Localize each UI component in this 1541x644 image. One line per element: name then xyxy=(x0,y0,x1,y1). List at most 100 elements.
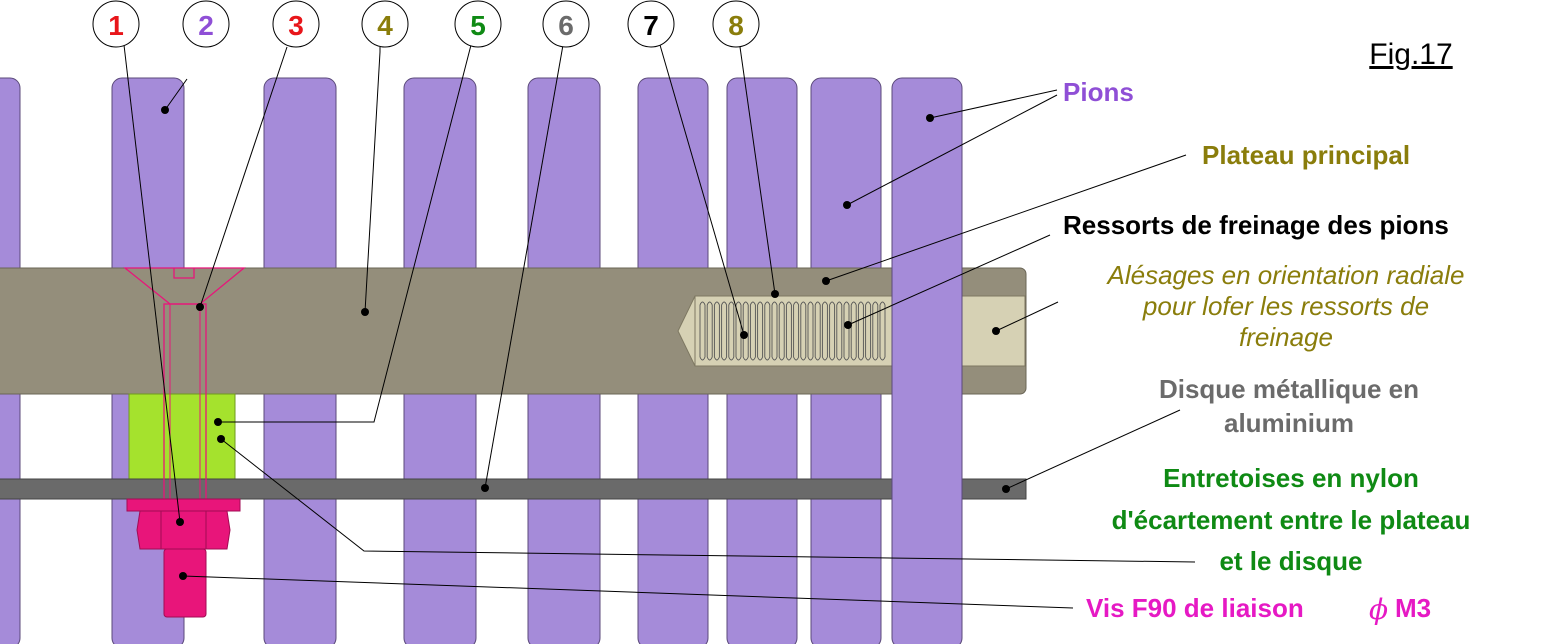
label-alesages-line2: pour lofer les ressorts de xyxy=(1142,291,1429,321)
dot xyxy=(1002,485,1010,493)
leader-dots xyxy=(161,106,1010,580)
label-entretoises-line1: Entretoises en nylon xyxy=(1163,463,1419,493)
spring-coil xyxy=(814,301,821,361)
spring-coil xyxy=(699,301,706,361)
dot xyxy=(179,572,187,580)
logement-ressort xyxy=(677,295,893,367)
label-entretoises: Entretoises en nylon d'écartement entre … xyxy=(1112,463,1471,576)
callout-number: 7 xyxy=(643,10,659,41)
spring-coil xyxy=(800,301,807,361)
label-disque-line1: Disque métallique en xyxy=(1159,374,1419,404)
label-vis-text: Vis F90 de liaison xyxy=(1086,593,1304,623)
dot xyxy=(196,303,204,311)
spring-coil xyxy=(757,301,764,361)
spring-coil xyxy=(872,301,879,361)
spring-coil xyxy=(728,301,735,361)
leader-plateau xyxy=(825,154,1187,282)
dot xyxy=(176,518,184,526)
leader-ressorts xyxy=(847,234,1051,326)
dot xyxy=(843,201,851,209)
callout-1: 1 xyxy=(92,0,140,48)
spring-coil xyxy=(706,301,713,361)
spring-coil xyxy=(843,301,850,361)
disque-aluminium xyxy=(0,478,1027,500)
dot xyxy=(771,290,779,298)
label-alesages-line1: Alésages en orientation radiale xyxy=(1105,260,1464,290)
dot xyxy=(361,308,369,316)
spring-coil xyxy=(857,301,864,361)
label-ressorts: Ressorts de freinage des pions xyxy=(1063,210,1449,240)
leader-pions-a xyxy=(929,89,1058,119)
vis-empreinte xyxy=(173,268,195,279)
leader-lines-right xyxy=(182,89,1196,609)
spring-coil xyxy=(778,301,785,361)
spring-coil xyxy=(742,301,749,361)
label-alesages-line3: freinage xyxy=(1239,322,1333,352)
leader-8 xyxy=(739,46,776,295)
rondelle xyxy=(126,498,241,512)
vis-f90 xyxy=(123,267,246,618)
leader-7 xyxy=(659,44,745,336)
spring-coil xyxy=(793,301,800,361)
label-vis: Vis F90 de liaison ϕ M3 xyxy=(1086,593,1431,626)
spring-coil xyxy=(821,301,828,361)
leader-vis xyxy=(182,575,1074,609)
callout-number: 8 xyxy=(728,10,744,41)
label-entretoises-line2: d'écartement entre le plateau xyxy=(1112,505,1471,535)
leader-5 xyxy=(218,44,472,423)
callout-number: 6 xyxy=(558,10,574,41)
leader-entretoises xyxy=(220,438,1196,563)
label-plateau-principal: Plateau principal xyxy=(1202,140,1410,170)
dot xyxy=(217,435,225,443)
spring-coil xyxy=(836,301,843,361)
spring-coil xyxy=(829,301,836,361)
label-vis-suffix: M3 xyxy=(1395,593,1431,623)
dot xyxy=(481,484,489,492)
leader-3 xyxy=(199,46,288,308)
spring-coil xyxy=(771,301,778,361)
callout-4: 4 xyxy=(361,0,409,48)
callout-number: 3 xyxy=(288,10,304,41)
spring-coil xyxy=(865,301,872,361)
label-pions: Pions xyxy=(1063,77,1134,107)
dot xyxy=(822,277,830,285)
label-disque: Disque métallique en aluminium xyxy=(1159,374,1419,438)
callout-3: 3 xyxy=(272,0,320,48)
vis-bout xyxy=(163,548,207,618)
callout-number: 4 xyxy=(377,10,393,41)
callout-6: 6 xyxy=(542,0,590,48)
spring-coil xyxy=(749,301,756,361)
ressort-freinage xyxy=(699,301,886,361)
callouts: 1 2 3 4 5 6 7 8 xyxy=(92,0,760,48)
dot xyxy=(740,331,748,339)
leader-4 xyxy=(364,47,381,313)
spring-coil xyxy=(807,301,814,361)
callout-number: 2 xyxy=(198,10,214,41)
callout-7: 7 xyxy=(627,0,675,48)
label-alesages: Alésages en orientation radiale pour lof… xyxy=(1105,260,1464,352)
dot xyxy=(992,327,1000,335)
dot xyxy=(161,106,169,114)
leader-2 xyxy=(164,78,188,111)
ecrou xyxy=(136,510,231,550)
dot xyxy=(844,321,852,329)
leader-6 xyxy=(484,44,564,489)
spring-coil xyxy=(879,301,886,361)
leader-alesages xyxy=(995,301,1059,332)
spring-coil xyxy=(764,301,771,361)
spring-coil xyxy=(785,301,792,361)
figure-label: Fig.17 xyxy=(1369,38,1452,71)
leader-lines-top xyxy=(123,44,776,523)
callout-number: 5 xyxy=(470,10,486,41)
spring-coil xyxy=(735,301,742,361)
spring-coil xyxy=(721,301,728,361)
diameter-symbol: ϕ xyxy=(1369,593,1388,626)
callout-8: 8 xyxy=(712,0,760,48)
pion-front xyxy=(891,77,963,644)
label-disque-line2: aluminium xyxy=(1224,408,1354,438)
entretoise-nylon xyxy=(128,393,236,480)
callout-5: 5 xyxy=(454,0,502,48)
dot xyxy=(214,418,222,426)
leader-disque xyxy=(1005,409,1181,490)
